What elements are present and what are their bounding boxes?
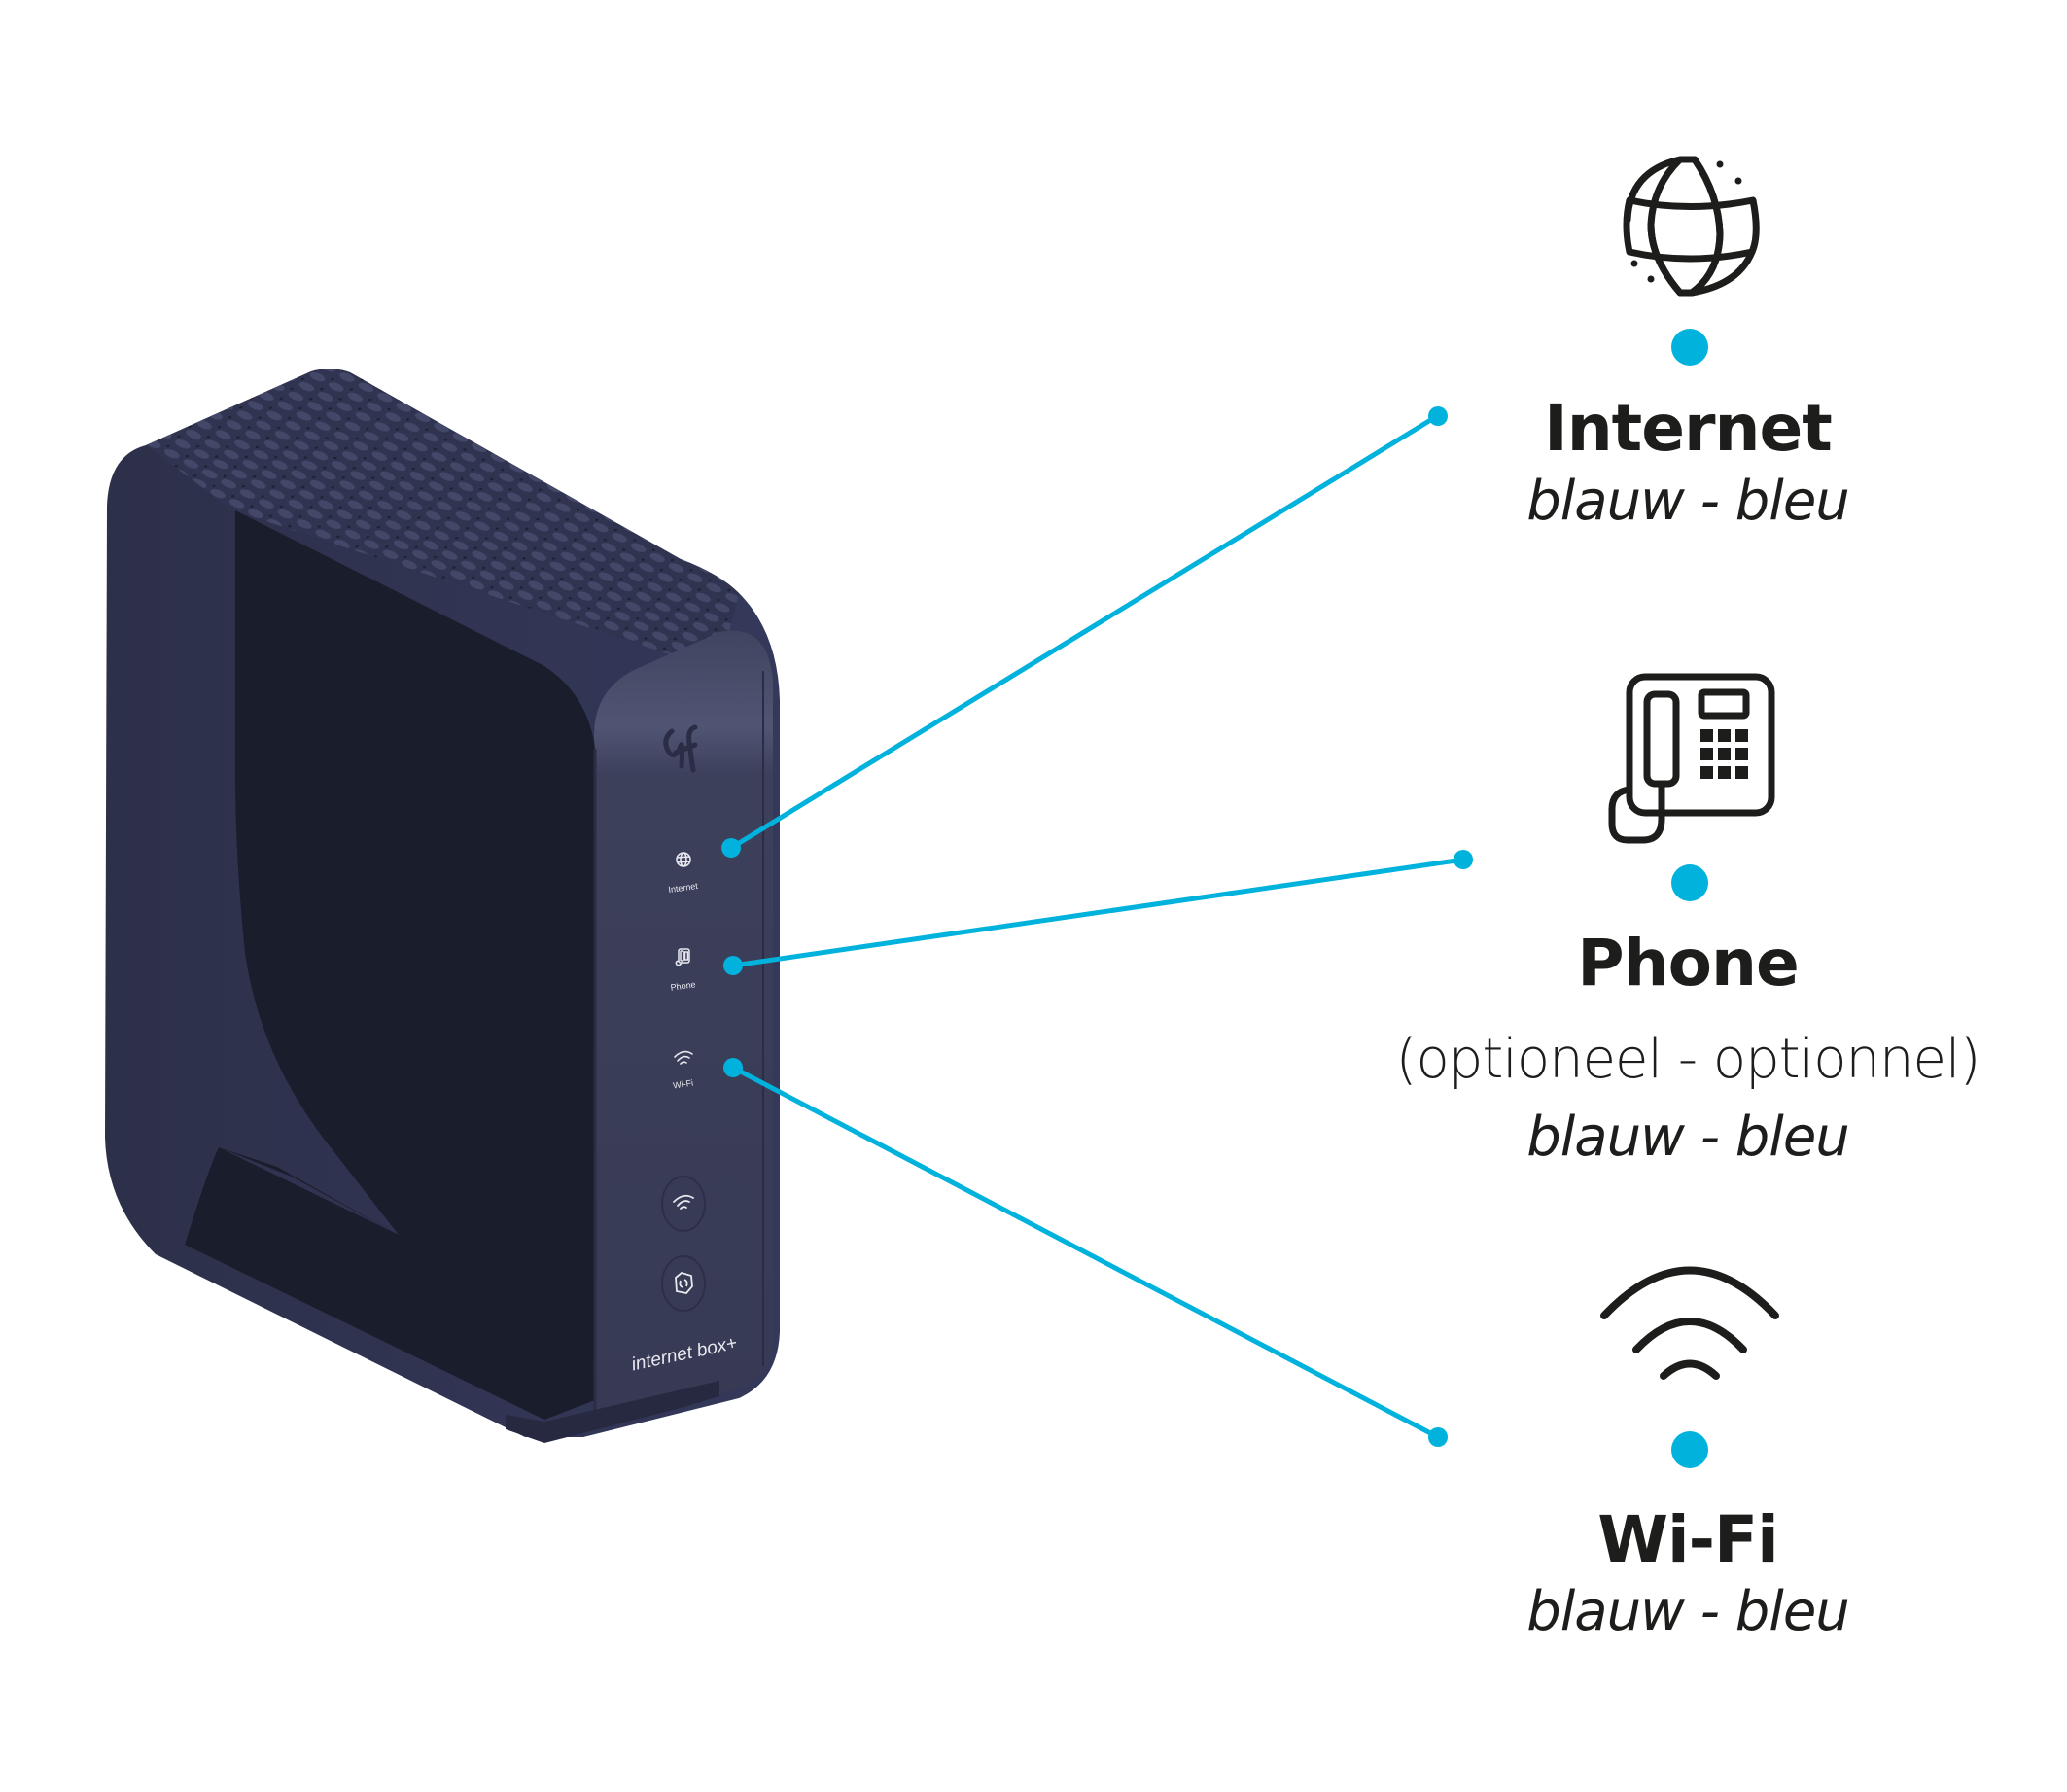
legend-dot-internet — [1671, 329, 1708, 366]
callout-end-internet — [1428, 406, 1448, 426]
legend-color-phone: blauw - bleu — [1526, 1106, 1850, 1169]
device-internet-label: Internet — [668, 881, 699, 895]
wifi-icon — [674, 1050, 693, 1065]
legend-color-wifi: blauw - bleu — [1526, 1580, 1850, 1643]
wifi-icon — [673, 1194, 694, 1210]
device-internet-indicator: Internet — [668, 852, 699, 895]
globe-icon — [1623, 156, 1760, 297]
legend-title-wifi: Wi-Fi — [1597, 1502, 1779, 1577]
device-reset-button[interactable] — [661, 1255, 706, 1312]
callout-line-phone — [732, 857, 1464, 968]
callout-line-internet — [729, 413, 1439, 851]
globe-icon — [676, 852, 691, 867]
device-phone-indicator: Phone — [670, 948, 696, 993]
device-wifi-indicator: Wi-Fi — [672, 1050, 694, 1091]
led-dot-wifi — [723, 1058, 743, 1077]
desk-phone-icon — [675, 948, 690, 966]
device-wifi-label: Wi-Fi — [672, 1078, 693, 1091]
legend-dot-phone — [1671, 864, 1708, 901]
callout-end-phone — [1454, 850, 1473, 869]
callout-line-wifi — [731, 1065, 1440, 1440]
legend-dot-wifi — [1671, 1431, 1708, 1468]
brand-logo-icon — [663, 724, 698, 773]
callout-end-wifi — [1428, 1427, 1448, 1447]
legend-note-phone: (optioneel - optionnel) — [1395, 1028, 1981, 1091]
callout-lines — [721, 406, 1473, 1447]
desk-phone-icon — [1608, 673, 1775, 844]
device-wifi-button[interactable] — [661, 1176, 706, 1232]
wifi-icon — [1600, 1266, 1779, 1380]
legend-title-internet: Internet — [1544, 391, 1833, 466]
device-front-panel — [594, 630, 773, 1429]
led-dot-internet — [721, 838, 741, 858]
led-dot-phone — [723, 956, 743, 975]
reset-icon — [675, 1271, 693, 1294]
legend-color-internet: blauw - bleu — [1526, 470, 1850, 533]
legend-title-phone: Phone — [1577, 926, 1799, 1001]
device-phone-label: Phone — [670, 979, 696, 993]
device-side-face — [185, 510, 595, 1420]
